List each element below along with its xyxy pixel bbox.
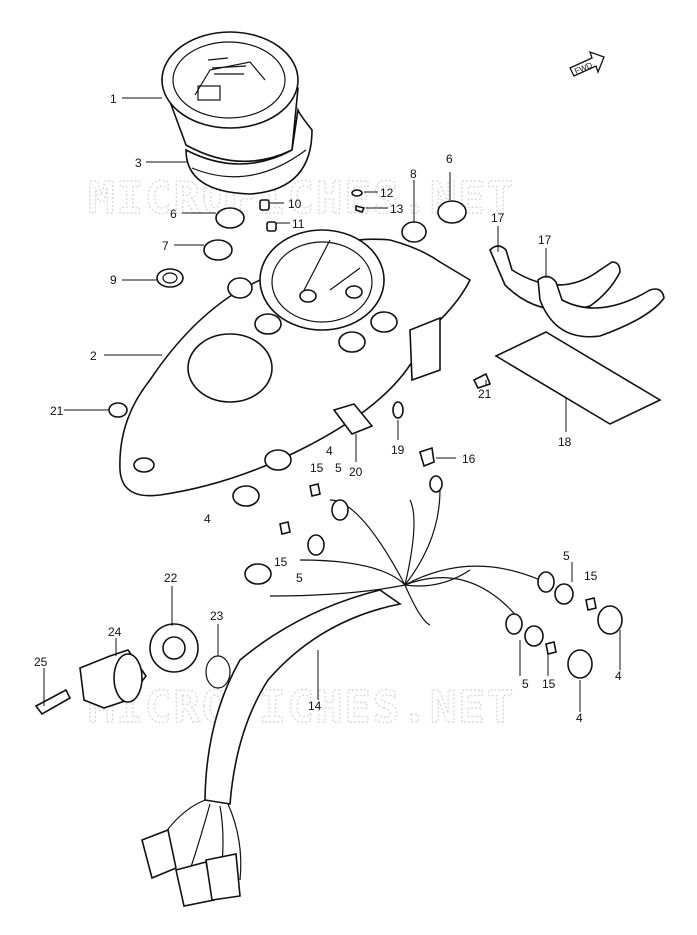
callout-labels: 1 2 3 4 4 4 4 5 5 5 5 6 6 7 8 9 10 11 12… xyxy=(34,92,622,725)
sensor-part xyxy=(79,649,147,709)
leader-lines xyxy=(43,97,621,712)
callout-4a: 4 xyxy=(326,444,333,458)
tube-part xyxy=(489,245,665,338)
callout-4c: 4 xyxy=(615,669,622,683)
callout-25: 25 xyxy=(34,655,48,669)
bracket-part xyxy=(332,403,374,435)
rim-part xyxy=(185,106,313,195)
grommet-part xyxy=(156,200,467,288)
washer-part xyxy=(392,401,404,419)
callout-8: 8 xyxy=(410,167,417,181)
callout-24: 24 xyxy=(108,625,122,639)
bulb-part xyxy=(419,446,435,468)
callout-19: 19 xyxy=(391,443,405,457)
socket-part xyxy=(232,449,623,679)
callout-5d: 5 xyxy=(522,677,529,691)
callout-21b: 21 xyxy=(478,387,492,401)
callout-15c: 15 xyxy=(584,569,598,583)
speedometer-part xyxy=(160,31,299,163)
callout-9: 9 xyxy=(110,273,117,287)
callout-5b: 5 xyxy=(296,571,303,585)
callout-15d: 15 xyxy=(542,677,556,691)
fwd-label: FWD xyxy=(573,61,593,76)
callout-5a: 5 xyxy=(335,461,342,475)
callout-5c: 5 xyxy=(563,549,570,563)
callout-20: 20 xyxy=(349,465,363,479)
callout-1: 1 xyxy=(110,92,117,106)
screw-part xyxy=(108,372,492,418)
callout-18: 18 xyxy=(558,435,572,449)
callout-22: 22 xyxy=(164,571,178,585)
fastener-part xyxy=(259,189,366,232)
bulb-socket-part xyxy=(279,483,597,655)
gear-part xyxy=(149,623,199,673)
fwd-arrow-icon: FWD xyxy=(569,50,605,77)
callout-15a: 15 xyxy=(310,461,324,475)
bolt-part xyxy=(34,688,72,716)
callout-7: 7 xyxy=(162,239,169,253)
callout-10: 10 xyxy=(288,197,302,211)
callout-16: 16 xyxy=(462,452,476,466)
callout-4b: 4 xyxy=(204,512,211,526)
callout-6b: 6 xyxy=(446,152,453,166)
callout-15b: 15 xyxy=(274,555,288,569)
callout-6a: 6 xyxy=(170,207,177,221)
watermark-bottom: MICROFICHES.NET xyxy=(88,682,515,733)
wiring-harness-part xyxy=(141,489,541,907)
callout-11: 11 xyxy=(292,217,305,231)
callout-17b: 17 xyxy=(538,233,552,247)
callout-17a: 17 xyxy=(491,211,505,225)
callout-2: 2 xyxy=(90,349,97,363)
pad-part xyxy=(494,331,662,425)
callout-12: 12 xyxy=(380,186,394,200)
callout-23: 23 xyxy=(210,609,224,623)
callout-4d: 4 xyxy=(576,711,583,725)
callout-14: 14 xyxy=(308,699,322,713)
callout-13: 13 xyxy=(390,202,404,216)
meter-housing-part xyxy=(119,229,472,497)
callout-3: 3 xyxy=(135,156,142,170)
callout-21a: 21 xyxy=(50,404,64,418)
